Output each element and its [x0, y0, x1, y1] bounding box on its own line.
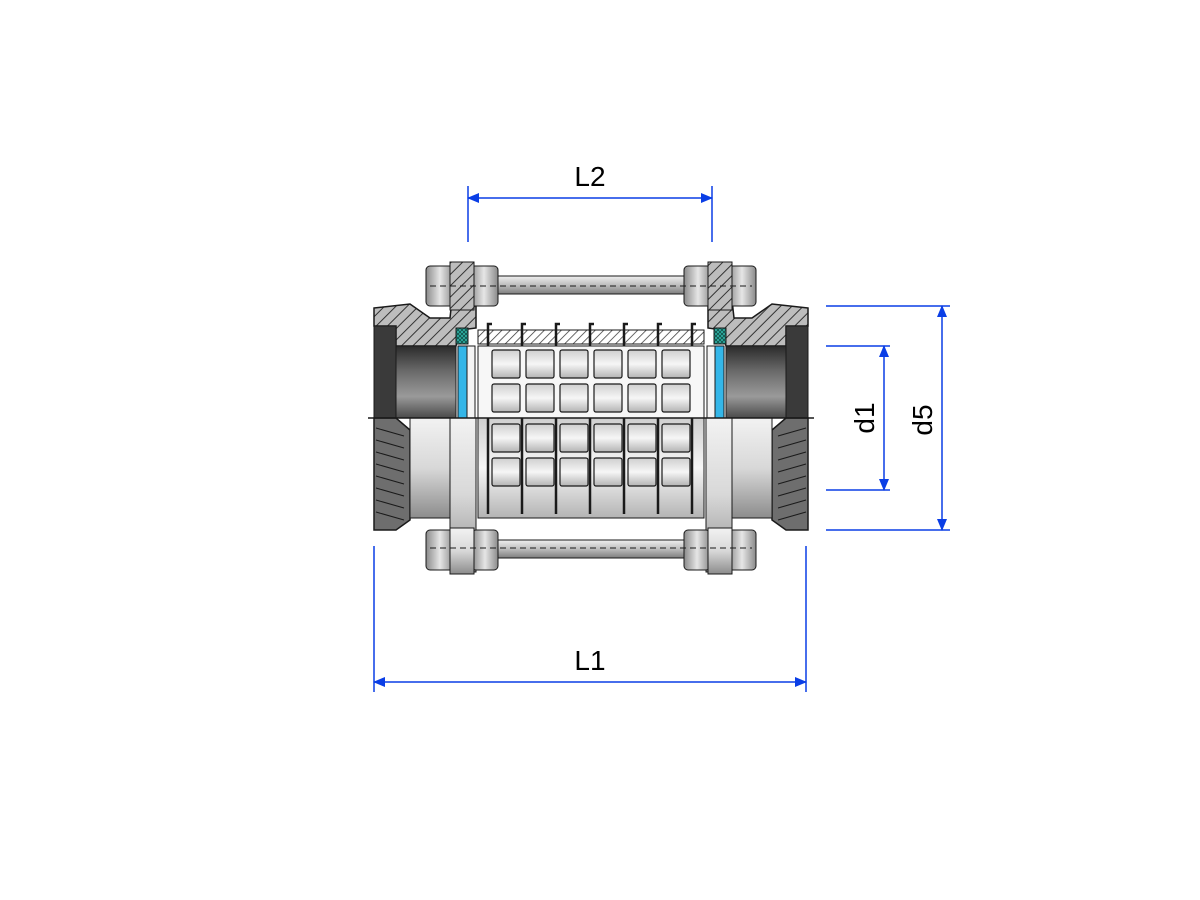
cage-cell — [525, 423, 555, 453]
bottom-right-flange — [707, 527, 733, 575]
cage-cell — [593, 457, 623, 487]
cage-cell — [491, 383, 521, 413]
left-bore-upper — [373, 325, 397, 419]
left-seal — [457, 345, 468, 419]
right-gasket — [713, 327, 727, 345]
bottom-left-flange — [449, 527, 475, 575]
d5-label: d5 — [907, 404, 938, 435]
cage-cell — [593, 349, 623, 379]
cage-cell — [661, 349, 691, 379]
top-tie-rod — [425, 261, 757, 311]
spring-coils-lower — [486, 418, 694, 514]
right-pipe-lower — [731, 417, 773, 519]
cage-cell — [627, 423, 657, 453]
protective-cage-grid — [491, 349, 691, 487]
bottom-left-nut-inner — [471, 529, 499, 571]
cage-cell — [525, 383, 555, 413]
dimension-d5 — [826, 305, 950, 531]
l2-label: L2 — [574, 161, 605, 192]
cage-cell — [661, 383, 691, 413]
cage-cell — [593, 423, 623, 453]
cage-cell — [525, 349, 555, 379]
dimension-l1 — [373, 546, 807, 692]
d1-label: d1 — [849, 402, 880, 433]
left-gasket — [455, 327, 469, 345]
cage-cell — [491, 349, 521, 379]
upper-section — [373, 299, 809, 419]
cage-cell — [491, 457, 521, 487]
left-pipe-lower — [409, 417, 451, 519]
l1-label: L1 — [574, 645, 605, 676]
cage-cell — [627, 349, 657, 379]
cage-cell — [491, 423, 521, 453]
cage-cell — [559, 383, 589, 413]
cage-cell — [593, 383, 623, 413]
right-bore-upper — [785, 325, 809, 419]
cage-cell — [627, 383, 657, 413]
cage-cell — [627, 457, 657, 487]
cage-cell — [661, 457, 691, 487]
cage-cell — [525, 457, 555, 487]
left-pipe-upper — [395, 345, 457, 419]
cage-cell — [661, 423, 691, 453]
cage-cell — [559, 457, 589, 487]
spring-coils-upper — [486, 322, 696, 346]
dimension-l2 — [467, 186, 713, 242]
cage-cell — [559, 423, 589, 453]
bottom-tie-rod — [425, 527, 757, 575]
bottom-right-nut-inner — [683, 529, 711, 571]
dimension-d1 — [826, 345, 890, 491]
right-seal — [714, 345, 725, 419]
cage-cell — [559, 349, 589, 379]
right-pipe-upper — [725, 345, 787, 419]
